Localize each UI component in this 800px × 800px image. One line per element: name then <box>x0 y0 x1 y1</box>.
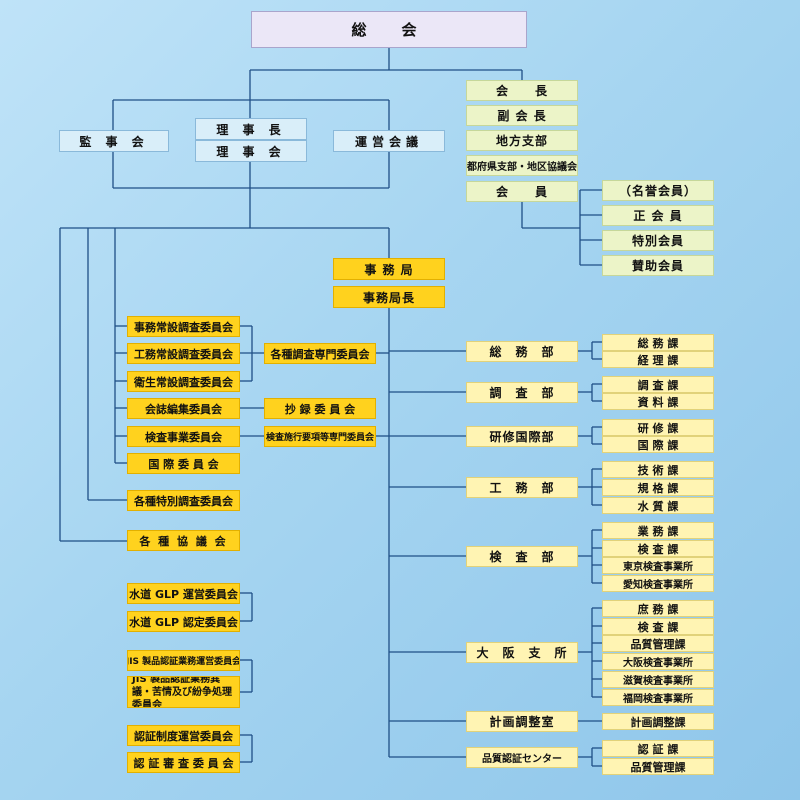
member-category-regular: 正 会 員 <box>602 205 714 226</box>
section-shiga-office: 滋賀検査事業所 <box>602 671 714 688</box>
committee-jis-operation: JIS 製品認証業務運営委員会 <box>127 650 240 671</box>
committee-cert-review: 認 証 審 査 委 員 会 <box>127 752 240 773</box>
section-fukuoka-office: 福岡検査事業所 <box>602 689 714 706</box>
section-materials: 資 料 課 <box>602 393 714 410</box>
members-box: 会 員 <box>466 181 578 202</box>
committee-cert-operation: 認証制度運営委員会 <box>127 725 240 746</box>
operation-meeting-box: 運営会議 <box>333 130 445 152</box>
section-osaka-admin: 庶 務 課 <box>602 600 714 617</box>
section-osaka-quality: 品質管理課 <box>602 635 714 652</box>
president-box: 会 長 <box>466 80 578 101</box>
committee-glp-operation: 水道 GLP 運営委員会 <box>127 583 240 604</box>
committee-councils: 各 種 協 議 会 <box>127 530 240 551</box>
department-training-international: 研修国際部 <box>466 426 578 447</box>
department-osaka-branch: 大 阪 支 所 <box>466 642 578 663</box>
member-category-supporting: 賛助会員 <box>602 255 714 276</box>
member-category-honorary: （名誉会員） <box>602 180 714 201</box>
department-inspection: 検 査 部 <box>466 546 578 567</box>
chairman-box: 理 事 長 <box>195 118 307 140</box>
section-international: 国 際 課 <box>602 436 714 453</box>
section-planning: 計画調整課 <box>602 713 714 730</box>
committee-jis-appeal: JIS 製品認証業務異議・苦情及び紛争処理委員会 <box>127 676 240 708</box>
section-osaka-office: 大阪検査事業所 <box>602 653 714 670</box>
department-general-affairs: 総 務 部 <box>466 341 578 362</box>
secretariat-box: 事 務 局 <box>333 258 445 280</box>
secretary-general-box: 事務局長 <box>333 286 445 308</box>
section-water-quality: 水 質 課 <box>602 497 714 514</box>
department-engineering: 工 務 部 <box>466 477 578 498</box>
committee-international: 国 際 委 員 会 <box>127 453 240 474</box>
regional-branch-box: 地方支部 <box>466 130 578 151</box>
section-technology: 技 術 課 <box>602 461 714 478</box>
section-research: 調 査 課 <box>602 376 714 393</box>
committee-journal-editing: 会誌編集委員会 <box>127 398 240 419</box>
section-training: 研 修 課 <box>602 419 714 436</box>
section-accounting: 経 理 課 <box>602 351 714 368</box>
department-quality-cert-center: 品質認証センター <box>466 747 578 768</box>
committee-inspection-business: 検査事業委員会 <box>127 426 240 447</box>
department-research: 調 査 部 <box>466 382 578 403</box>
general-meeting-box: 総 会 <box>251 11 527 48</box>
vice-president-box: 副 会 長 <box>466 105 578 126</box>
section-cert-quality: 品質管理課 <box>602 758 714 775</box>
committee-glp-certification: 水道 GLP 認定委員会 <box>127 611 240 632</box>
committee-inspection-expert: 検査施行要項等専門委員会 <box>264 426 376 447</box>
committee-engineering-standing: 工務常設調査委員会 <box>127 343 240 364</box>
section-business: 業 務 課 <box>602 522 714 539</box>
section-osaka-inspection: 検 査 課 <box>602 618 714 635</box>
auditor-box: 監 事 会 <box>59 130 169 152</box>
section-certification: 認 証 課 <box>602 740 714 757</box>
prefectural-branch-box: 都府県支部・地区協議会 <box>466 155 578 176</box>
member-category-special: 特別会員 <box>602 230 714 251</box>
section-aichi-office: 愛知検査事業所 <box>602 575 714 592</box>
section-inspection: 検 査 課 <box>602 540 714 557</box>
section-standards: 規 格 課 <box>602 479 714 496</box>
section-general-affairs: 総 務 課 <box>602 334 714 351</box>
committee-special-survey: 各種特別調査委員会 <box>127 490 240 511</box>
department-planning-office: 計画調整室 <box>466 711 578 732</box>
committee-special-expert: 各種調査専門委員会 <box>264 343 376 364</box>
committee-hygiene-standing: 衛生常設調査委員会 <box>127 371 240 392</box>
committee-admin-standing: 事務常設調査委員会 <box>127 316 240 337</box>
board-box: 理 事 会 <box>195 140 307 162</box>
committee-extract: 抄 録 委 員 会 <box>264 398 376 419</box>
section-tokyo-office: 東京検査事業所 <box>602 557 714 574</box>
